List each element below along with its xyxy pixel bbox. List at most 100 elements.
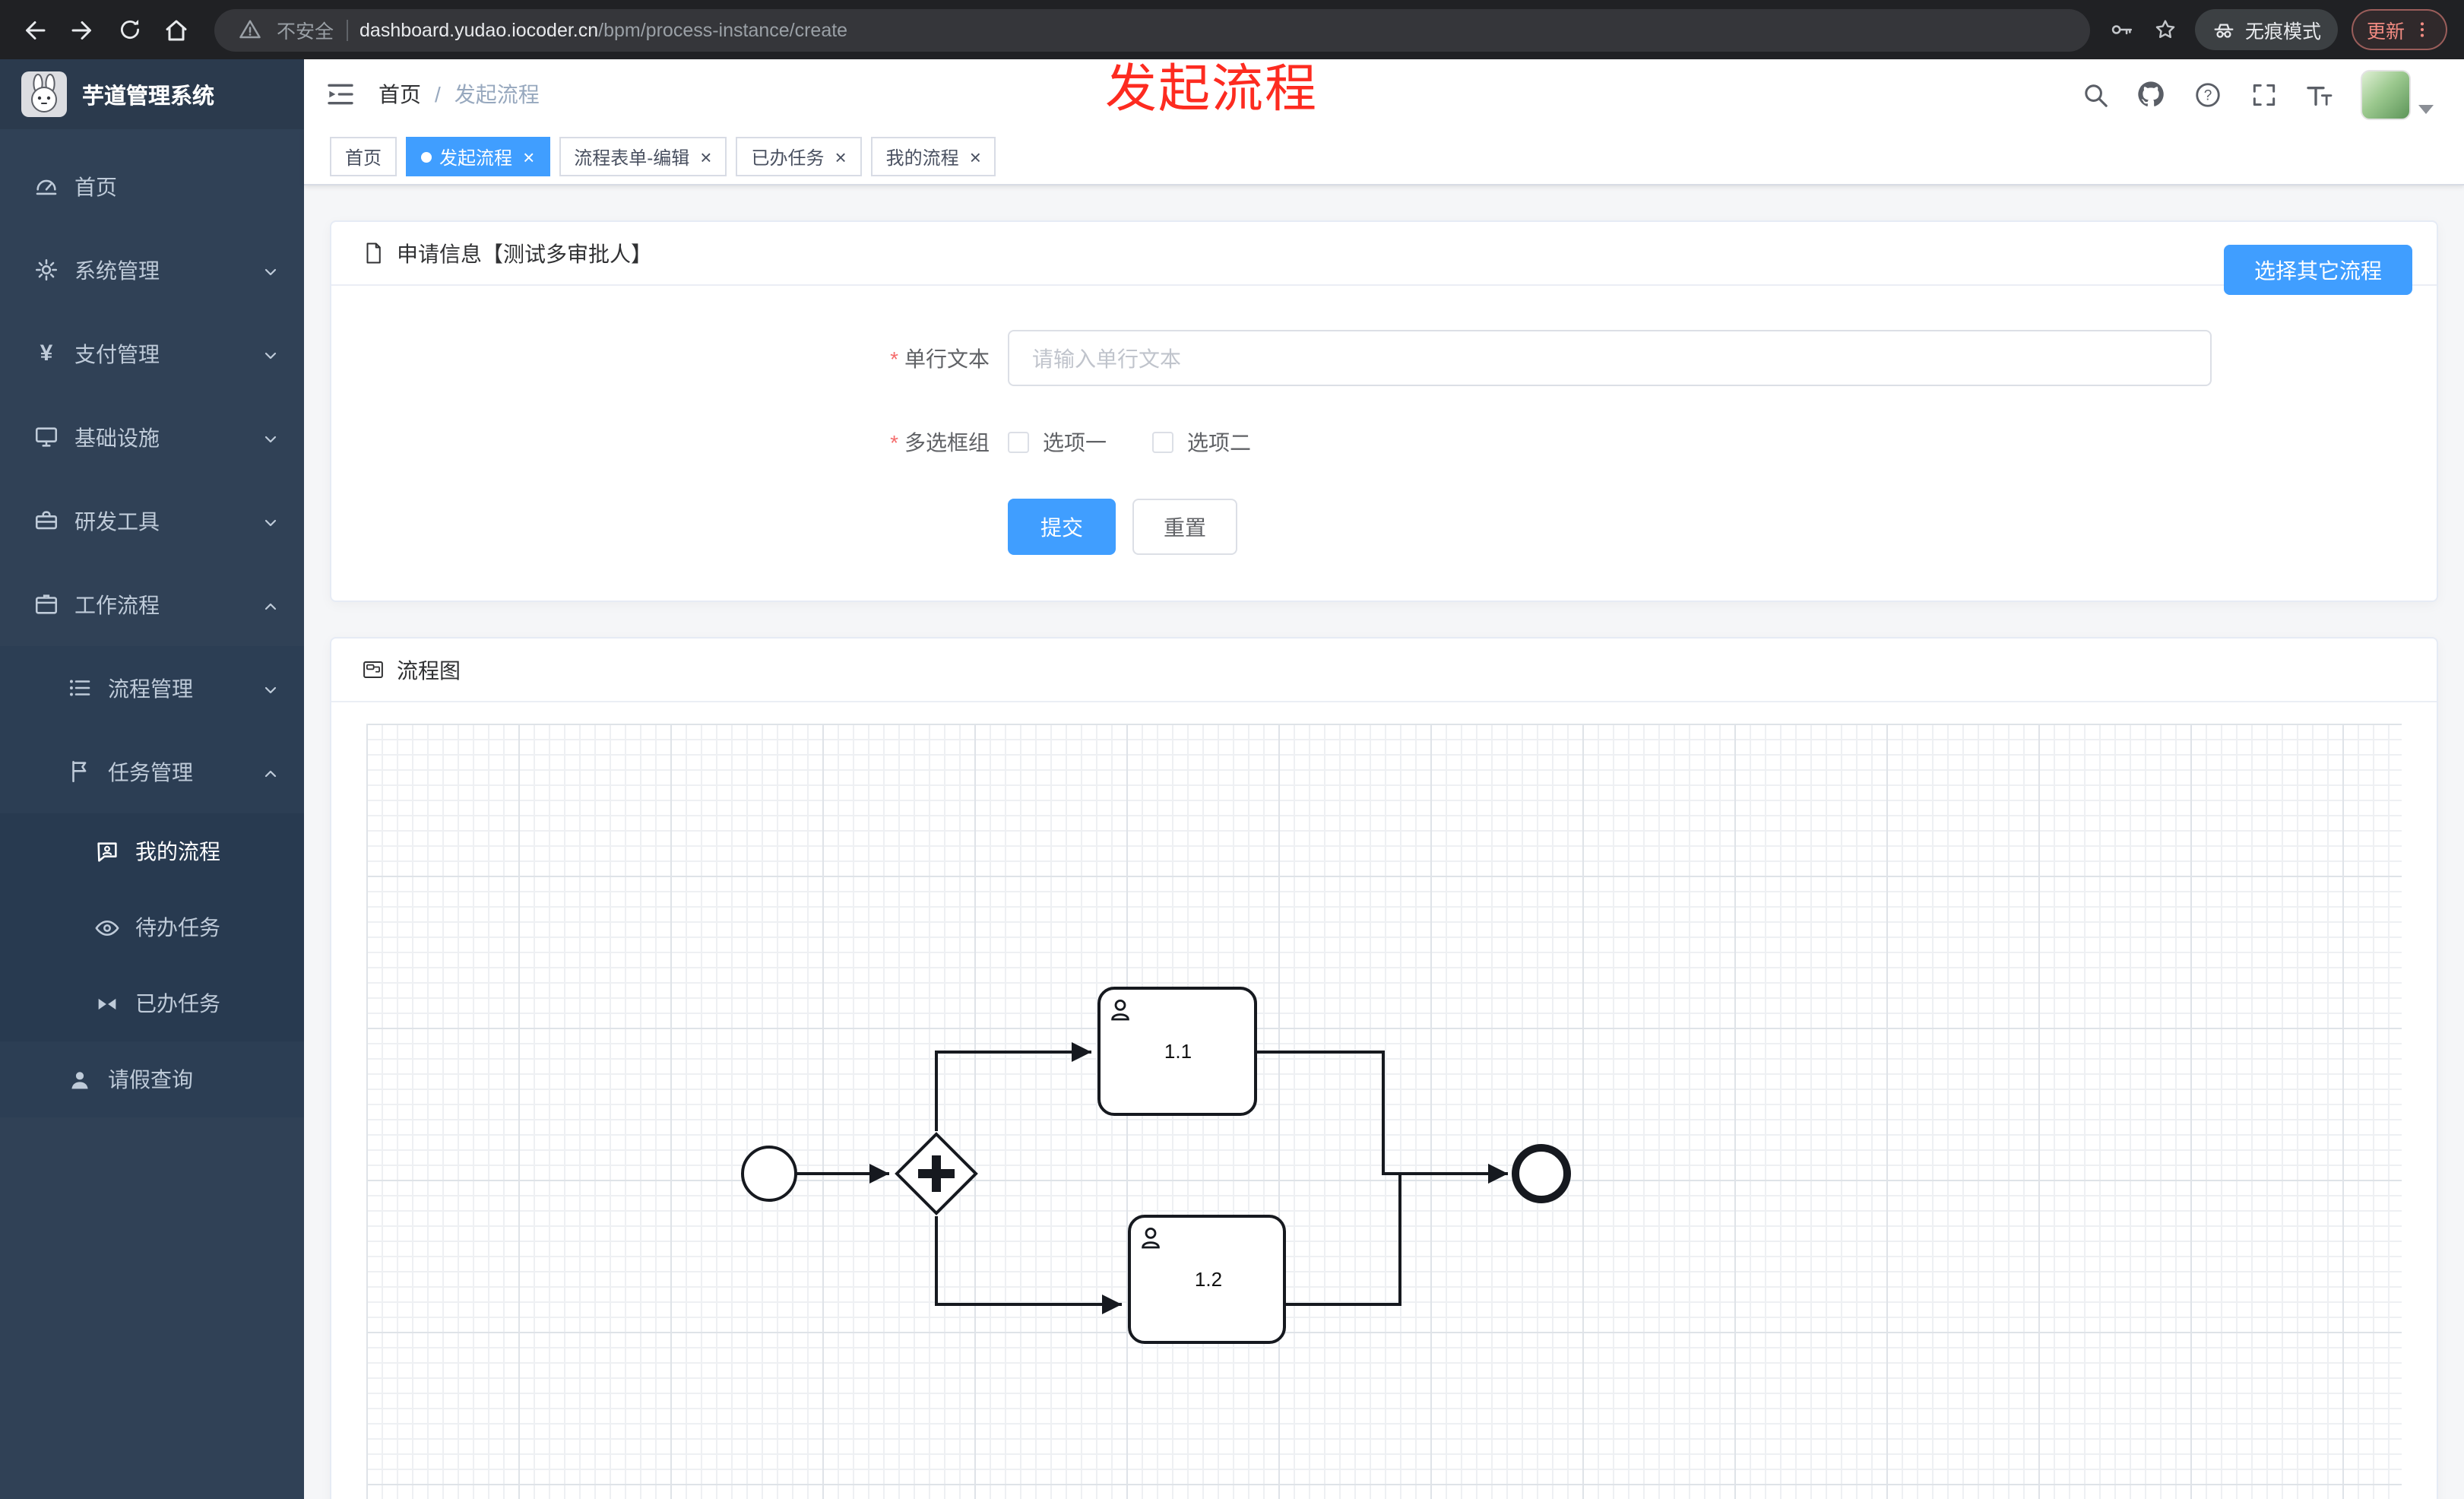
user-menu[interactable] <box>2361 69 2434 119</box>
bpmn-end-event[interactable] <box>1512 1144 1571 1203</box>
form-row-buttons: 提交 重置 <box>331 499 2437 555</box>
close-icon[interactable]: × <box>700 145 712 168</box>
avatar[interactable] <box>2361 69 2411 119</box>
tag-home[interactable]: 首页 <box>330 137 397 176</box>
bpmn-canvas[interactable]: 1.1 1.2 <box>366 724 2402 1499</box>
url-host: dashboard.yudao.iocoder.cn <box>359 19 599 40</box>
chevron-down-icon <box>261 261 280 279</box>
browser-forward-button[interactable] <box>61 8 103 51</box>
gear-icon <box>33 257 59 283</box>
list-icon <box>67 675 93 701</box>
tag-my-processes[interactable]: 我的流程 × <box>870 137 996 176</box>
flow-task2-to-end[interactable] <box>1284 1164 1508 1306</box>
checkbox-option-2[interactable]: 选项二 <box>1152 427 1251 458</box>
user-task-icon <box>1111 999 1129 1021</box>
breadcrumb-home[interactable]: 首页 <box>378 82 421 106</box>
page-content: 申请信息【测试多审批人】 选择其它流程 *单行文本 *多选框组 <box>304 185 2464 1499</box>
chevron-down-icon <box>261 512 280 530</box>
person-icon <box>67 1066 93 1092</box>
search-icon[interactable] <box>2079 79 2110 109</box>
tag-label: 已办任务 <box>751 147 825 168</box>
reset-button[interactable]: 重置 <box>1132 499 1237 555</box>
address-bar[interactable]: 不安全 dashboard.yudao.iocoder.cn/bpm/proce… <box>214 8 2090 51</box>
security-label[interactable]: 不安全 <box>277 21 334 43</box>
address-separator <box>346 19 348 40</box>
sidebar: 芋道管理系统 首页 系统管理 ¥ <box>0 59 304 1499</box>
bookmark-star-icon[interactable] <box>2151 14 2181 45</box>
sidebar-item-pending-tasks[interactable]: 待办任务 <box>0 889 304 965</box>
chat-person-icon <box>94 838 120 864</box>
checkbox-group-label: *多选框组 <box>890 430 990 455</box>
app-title: 芋道管理系统 <box>82 84 214 109</box>
tag-label: 首页 <box>345 147 382 168</box>
fullscreen-icon[interactable] <box>2248 79 2279 109</box>
github-icon[interactable] <box>2136 79 2166 109</box>
app-logo-row[interactable]: 芋道管理系统 <box>0 59 304 129</box>
submit-button[interactable]: 提交 <box>1008 499 1116 555</box>
password-key-icon[interactable] <box>2107 14 2137 45</box>
toolbox-icon <box>33 508 59 534</box>
single-line-text-input[interactable] <box>1008 330 2212 386</box>
browser-update-button[interactable]: 更新 <box>2351 9 2447 50</box>
kebab-menu-icon[interactable] <box>2412 20 2432 40</box>
monitor-icon <box>33 424 59 450</box>
sidebar-item-process-management[interactable]: 流程管理 <box>0 646 304 730</box>
not-secure-warning-icon[interactable] <box>234 14 264 45</box>
flow-gateway-to-task2[interactable] <box>935 1216 1122 1314</box>
sidebar-item-workflow[interactable]: 工作流程 <box>0 563 304 646</box>
app-shell: 芋道管理系统 首页 系统管理 ¥ <box>0 59 2464 1499</box>
tag-create-process[interactable]: 发起流程 × <box>406 137 550 176</box>
bowtie-icon <box>94 990 120 1016</box>
sidebar-item-task-management[interactable]: 任务管理 <box>0 730 304 813</box>
browser-reload-button[interactable] <box>108 8 150 51</box>
sidebar-item-payment-management[interactable]: ¥ 支付管理 <box>0 312 304 395</box>
tag-done-tasks[interactable]: 已办任务 × <box>736 137 862 176</box>
sidebar-item-label: 待办任务 <box>135 915 220 940</box>
diagram-icon <box>363 661 383 678</box>
form-row-text: *单行文本 <box>331 330 2437 386</box>
checkbox-group: 选项一 选项二 <box>1008 427 1251 458</box>
process-form: *单行文本 *多选框组 选项一 <box>331 286 2437 555</box>
bpmn-diagram: 1.1 1.2 <box>741 987 1571 1344</box>
select-other-process-button[interactable]: 选择其它流程 <box>2224 245 2412 295</box>
close-icon[interactable]: × <box>523 145 535 168</box>
user-task-icon <box>1142 1227 1160 1249</box>
checkbox-option-1[interactable]: 选项一 <box>1008 427 1107 458</box>
workflow-box-icon <box>33 591 59 617</box>
flow-task1-to-end[interactable] <box>1256 1051 1508 1184</box>
sidebar-item-my-processes[interactable]: 我的流程 <box>0 813 304 889</box>
incognito-badge: 无痕模式 <box>2194 9 2338 50</box>
url-path: /bpm/process-instance/create <box>598 19 848 40</box>
browser-back-button[interactable] <box>14 8 56 51</box>
sidebar-item-infrastructure[interactable]: 基础设施 <box>0 395 304 479</box>
browser-home-button[interactable] <box>155 8 198 51</box>
tag-form-edit[interactable]: 流程表单-编辑 × <box>559 137 727 176</box>
close-icon[interactable]: × <box>835 145 847 168</box>
update-label: 更新 <box>2366 21 2405 43</box>
url-text[interactable]: dashboard.yudao.iocoder.cn/bpm/process-i… <box>359 19 847 40</box>
checkbox-icon[interactable] <box>1008 432 1029 453</box>
sidebar-item-done-tasks[interactable]: 已办任务 <box>0 965 304 1041</box>
chevron-down-icon <box>261 428 280 446</box>
checkbox-icon[interactable] <box>1152 432 1173 453</box>
sidebar-collapse-button[interactable] <box>324 78 357 111</box>
bpmn-start-event[interactable] <box>741 1146 797 1202</box>
sidebar-item-dev-tools[interactable]: 研发工具 <box>0 479 304 563</box>
task2-label: 1.2 <box>1195 1268 1222 1291</box>
flow-gateway-to-task1[interactable] <box>935 1042 1091 1131</box>
font-size-icon[interactable] <box>2304 79 2335 109</box>
diagram-card-header: 流程图 <box>331 639 2437 702</box>
sidebar-item-system-management[interactable]: 系统管理 <box>0 228 304 312</box>
sidebar-item-label: 研发工具 <box>74 509 160 533</box>
header-actions: ? <box>2079 69 2434 119</box>
close-icon[interactable]: × <box>969 145 981 168</box>
sidebar-item-home[interactable]: 首页 <box>0 144 304 228</box>
bpmn-user-task-2[interactable]: 1.2 <box>1128 1215 1286 1344</box>
sidebar-item-leave-query[interactable]: 请假查询 <box>0 1041 304 1117</box>
chevron-down-icon <box>261 344 280 363</box>
bpmn-parallel-gateway[interactable] <box>895 1132 978 1215</box>
help-icon[interactable]: ? <box>2192 79 2222 109</box>
flag-icon <box>67 759 93 784</box>
bpmn-user-task-1[interactable]: 1.1 <box>1097 987 1257 1116</box>
sidebar-item-label: 系统管理 <box>74 258 160 282</box>
